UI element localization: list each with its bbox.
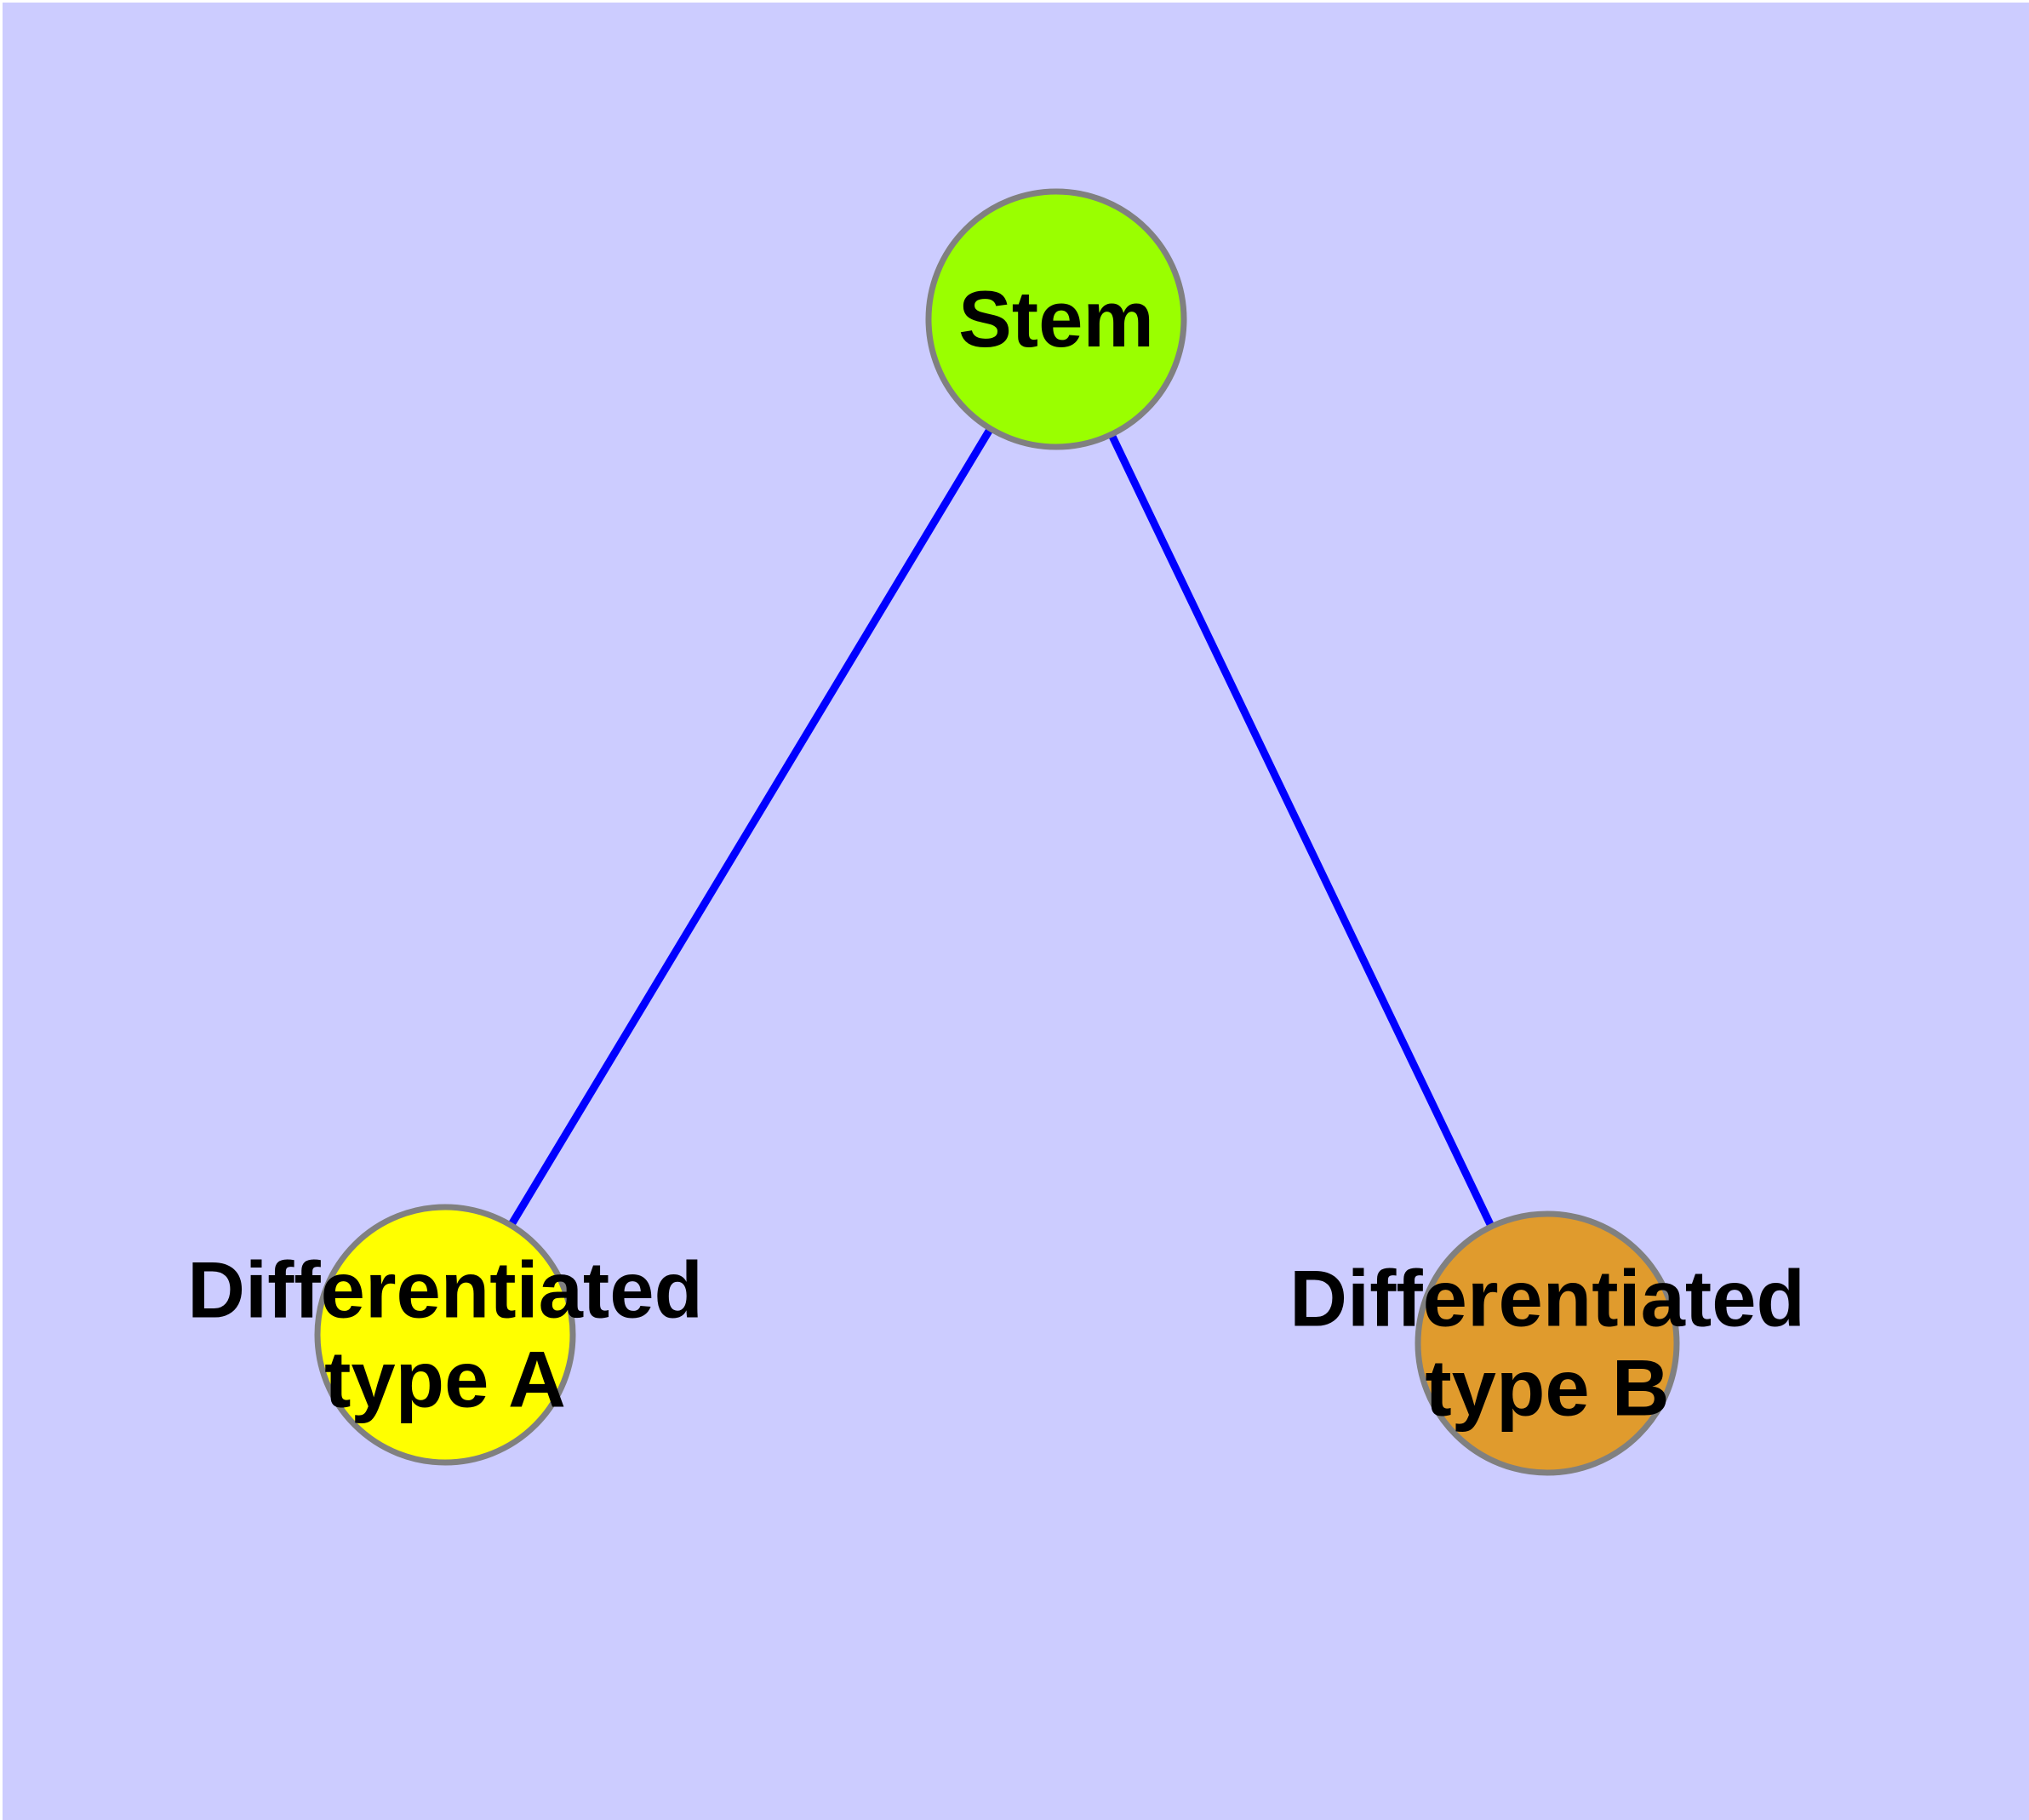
node-label-line: type B [1425, 1342, 1669, 1432]
node-label-line: Stem [958, 274, 1154, 363]
node-label-line: type A [324, 1334, 566, 1423]
node-stem[interactable]: Stem [925, 188, 1187, 450]
edge-layer [508, 427, 1495, 1228]
edge-stem-to-differentiated-type-a[interactable] [508, 427, 993, 1227]
node-label-line: Differentiated [187, 1245, 703, 1334]
node-circle-differentiated-type-b[interactable] [1415, 1210, 1680, 1476]
node-circle-stem[interactable] [925, 188, 1187, 450]
node-circle-differentiated-type-a[interactable] [314, 1204, 576, 1466]
node-label-line: Differentiated [1289, 1253, 1805, 1342]
node-label-stem: Stem [958, 274, 1154, 363]
edge-stem-to-differentiated-type-b[interactable] [1108, 433, 1495, 1228]
